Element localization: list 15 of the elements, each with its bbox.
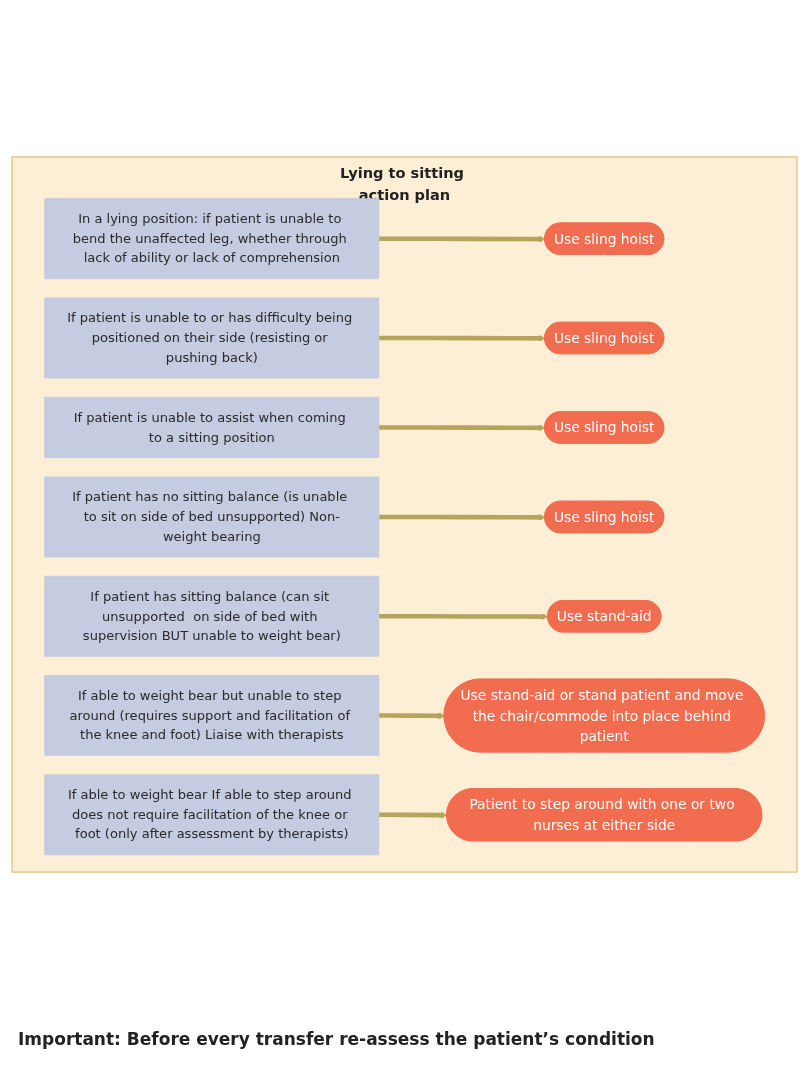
arrow: [378, 424, 546, 432]
node-box: If patient is unable to assist when coming to a sitting position: [44, 396, 380, 459]
arrow: [378, 514, 546, 521]
node-box: If patient has no sitting balance (is unable to sit on side of bed unsupported) Non-weight bearing: [44, 476, 380, 558]
node-box: If able to weight bear but unable to step around (requires support and facilitation of the knee and foot) Liaise with therapists: [44, 675, 380, 756]
note-text: Important: Before every transfer re-assess the patient’s condition: [17, 1028, 656, 1051]
node-box: If patient is unable to or has difficulty being positioned on their side (resisting or pushing back): [44, 297, 380, 379]
arrow: [378, 235, 546, 243]
arrow: [378, 613, 549, 620]
node-box: If patient has sitting balance (can sit unsupported on side of bed with supervision BUT unable to weight bear): [44, 575, 380, 657]
arrow: [378, 712, 445, 720]
arrow: [378, 335, 546, 342]
node-box: If able to weight bear If able to step around does not require facilitation of the knee or foot (only after assessment by therapists): [44, 774, 380, 856]
node-box: In a lying position: if patient is unable to bend the unaffected leg, whether through lack of ability or lack of comprehension: [44, 198, 380, 280]
arrow: [378, 811, 448, 819]
